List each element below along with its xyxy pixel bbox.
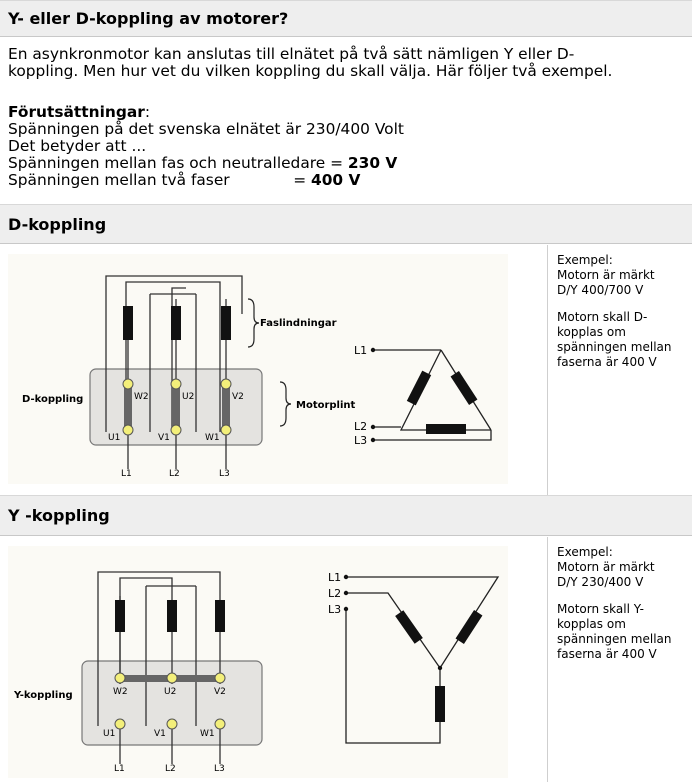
d-note-line-1: Motorn skall D-: [557, 310, 648, 324]
y-terminal-top-1: W2: [113, 687, 128, 697]
y-terminal-top-3: V2: [214, 687, 226, 697]
d-section-heading-text: D-koppling: [8, 214, 107, 234]
d-section-notes: Exempel: Motorn är märkt D/Y 400/700 V M…: [547, 245, 692, 495]
phase-neutral-label: Spänningen mellan fas och neutralledare …: [8, 154, 348, 172]
y-note-line-2: kopplas om: [557, 617, 626, 631]
delta-line-l1: L1: [354, 344, 367, 357]
d-note-line-3: spänningen mellan: [557, 340, 672, 354]
delta-line-l2: L2: [354, 420, 367, 433]
y-example-title: Exempel:: [557, 545, 613, 559]
intro-line-1: En asynkronmotor kan anslutas till elnät…: [8, 45, 575, 63]
d-example-line-2: D/Y 400/700 V: [557, 283, 644, 297]
y-section-heading: Y -koppling: [0, 495, 692, 536]
y-note-line-4: faserna är 400 V: [557, 647, 657, 661]
phase-neutral-value: 230 V: [347, 154, 398, 172]
intro-text: En asynkronmotor kan anslutas till elnät…: [8, 46, 684, 80]
conditions-line-1: Spänningen på det svenska elnätet är 230…: [8, 120, 404, 138]
y-terminal-bottom-2: V1: [154, 729, 166, 739]
y-line-label-1: L1: [114, 764, 125, 774]
line-label-3: L3: [219, 469, 230, 479]
y-line-label-3: L3: [214, 764, 225, 774]
terminal-top-2: U2: [182, 392, 194, 402]
d-example-title: Exempel:: [557, 253, 613, 267]
phase-phase-label: Spänningen mellan två faser =: [8, 171, 312, 189]
main-heading-text: Y- eller D-koppling av motorer?: [8, 9, 289, 28]
y-connection-diagram: Y-koppling W2 U2 V2 U1 V1 W1 L1 L2 L3 L1…: [8, 546, 508, 778]
line-label-1: L1: [121, 469, 132, 479]
phase-phase-value: 400 V: [311, 171, 361, 189]
conditions-block: Förutsättningar: Spänningen på det svens…: [8, 104, 404, 189]
terminal-bottom-3: W1: [205, 433, 220, 443]
star-line-l3: L3: [328, 603, 341, 616]
delta-line-l3: L3: [354, 434, 367, 447]
y-example-line-2: D/Y 230/400 V: [557, 575, 644, 589]
terminal-label: Motorplint: [296, 400, 356, 411]
y-terminal-top-2: U2: [164, 687, 176, 697]
d-note-line-2: kopplas om: [557, 325, 626, 339]
y-note-line-3: spänningen mellan: [557, 632, 672, 646]
d-connection-diagram: Faslindningar Motorplint D-koppling W2 U…: [8, 254, 508, 484]
winding-v: [171, 306, 181, 340]
main-heading: Y- eller D-koppling av motorer?: [0, 0, 692, 37]
star-line-l1: L1: [328, 571, 341, 584]
conditions-line-2: Det betyder att ...: [8, 137, 147, 155]
line-label-2: L2: [169, 469, 180, 479]
y-note-line-1: Motorn skall Y-: [557, 602, 644, 616]
star-line-l2: L2: [328, 587, 341, 600]
windings-label: Faslindningar: [260, 318, 337, 329]
terminal-bottom-1: U1: [108, 433, 120, 443]
intro-line-2: koppling. Men hur vet du vilken koppling…: [8, 62, 613, 80]
y-section-notes: Exempel: Motorn är märkt D/Y 230/400 V M…: [547, 537, 692, 782]
conditions-title-suffix: :: [144, 103, 150, 121]
winding-u: [123, 306, 133, 340]
y-coupling-label: Y-koppling: [13, 690, 73, 701]
d-note-line-4: faserna är 400 V: [557, 355, 657, 369]
y-diagram-svg: Y-koppling W2 U2 V2 U1 V1 W1 L1 L2 L3 L1…: [13, 571, 500, 774]
d-section-heading: D-koppling: [0, 204, 692, 244]
d-diagram-svg: Faslindningar Motorplint D-koppling W2 U…: [22, 275, 492, 479]
terminal-top-1: W2: [134, 392, 149, 402]
winding-w: [221, 306, 231, 340]
y-section-heading-text: Y -koppling: [8, 506, 110, 525]
terminal-bottom-2: V1: [158, 433, 170, 443]
y-terminal-bottom-3: W1: [200, 729, 215, 739]
y-line-label-2: L2: [165, 764, 176, 774]
d-example-line-1: Motorn är märkt: [557, 268, 655, 282]
terminal-top-3: V2: [232, 392, 244, 402]
conditions-title: Förutsättningar: [8, 103, 145, 121]
d-coupling-label: D-koppling: [22, 394, 83, 405]
y-example-line-1: Motorn är märkt: [557, 560, 655, 574]
y-terminal-bottom-1: U1: [103, 729, 115, 739]
